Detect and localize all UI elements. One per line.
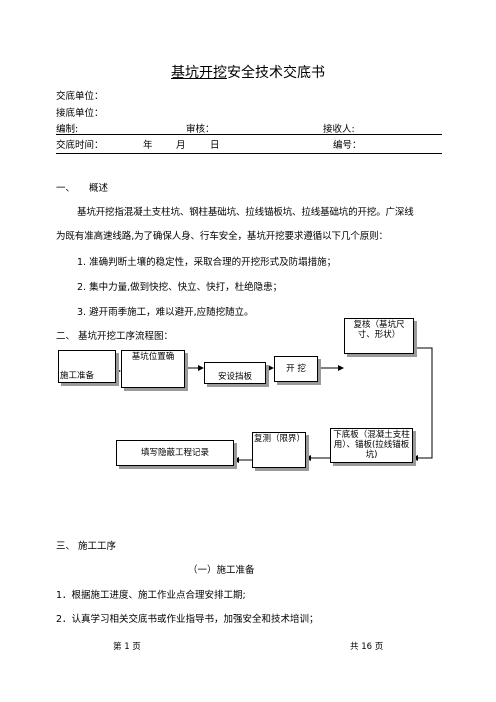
flow-step-resurvey: 复测（限界） bbox=[252, 432, 306, 468]
number-label: 编号： bbox=[333, 140, 362, 151]
flow-step-baffle: 安设挡板 bbox=[204, 362, 266, 384]
header-divider-1 bbox=[56, 134, 442, 135]
section2-heading: 二、 基坑开挖工序流程图： bbox=[56, 331, 174, 342]
flow-step-locate: 基坑位置确 bbox=[121, 350, 185, 388]
year-label: 年 bbox=[143, 140, 153, 151]
section1-number: 一、 bbox=[56, 183, 76, 194]
sender-label: 交底单位： bbox=[56, 91, 104, 102]
title-main: 基坑开挖 bbox=[171, 65, 227, 81]
receiver-label: 接底单位： bbox=[56, 108, 104, 119]
section1-item-3: 3. 避开雨季施工，难以避开,应随挖随立。 bbox=[77, 307, 254, 318]
section3-heading: 三、 施工工序 bbox=[56, 541, 117, 552]
day-label: 日 bbox=[210, 140, 220, 151]
section1-heading: 概述 bbox=[89, 183, 109, 194]
time-label: 交底时间： bbox=[56, 140, 104, 151]
compiler-label: 编制: bbox=[56, 124, 79, 135]
header-divider-2 bbox=[56, 153, 442, 154]
recipient-label: 接收人: bbox=[323, 124, 355, 135]
flow-line-5-6 bbox=[414, 347, 433, 459]
flow-step-recheck: 复核（基坑尺寸、形状） bbox=[344, 318, 414, 354]
section1-item-1: 1. 准确判断土壤的稳定性，采取合理的开挖形式及防塌措施； bbox=[77, 257, 337, 268]
section1-item-2: 2. 集中力量,做到快挖、快立、快打，杜绝隐患； bbox=[77, 282, 283, 293]
flow-step-prepare: 施工准备 bbox=[58, 350, 116, 383]
document-title: 基坑开挖安全技术交底书 bbox=[0, 62, 496, 82]
reviewer-label: 审核： bbox=[186, 124, 215, 135]
footer-total: 共 16 页 bbox=[350, 642, 384, 652]
flow-step-excavate: 开 挖 bbox=[274, 356, 318, 382]
section3-item-2: 2．认真学习相关交底书或作业指导书，加强安全和技术培训； bbox=[56, 614, 319, 625]
footer-page: 第 1 页 bbox=[113, 642, 141, 652]
section1-para-line2: 为既有准高速线路,为了确保人身、行车安全，基坑开挖要求遵循以下几个原则： bbox=[56, 231, 388, 242]
flow-step-baseplate: 下底板（混凝土支柱用）、锚板(拉线锚板坑) bbox=[330, 428, 413, 463]
section3-subheading: （一）施工准备 bbox=[188, 565, 255, 576]
title-rest: 安全技术交底书 bbox=[227, 65, 325, 81]
section1-para-line1: 基坑开挖指混凝土支柱坑、钢柱基础坑、拉线锚板坑、拉线基础坑的开挖。广深线 bbox=[77, 207, 414, 218]
section3-item-1: 1．根据施工进度、施工作业点合理安排工期; bbox=[56, 590, 246, 601]
month-label: 月 bbox=[176, 140, 186, 151]
flow-step-record: 填写隐蔽工程记录 bbox=[116, 440, 234, 466]
